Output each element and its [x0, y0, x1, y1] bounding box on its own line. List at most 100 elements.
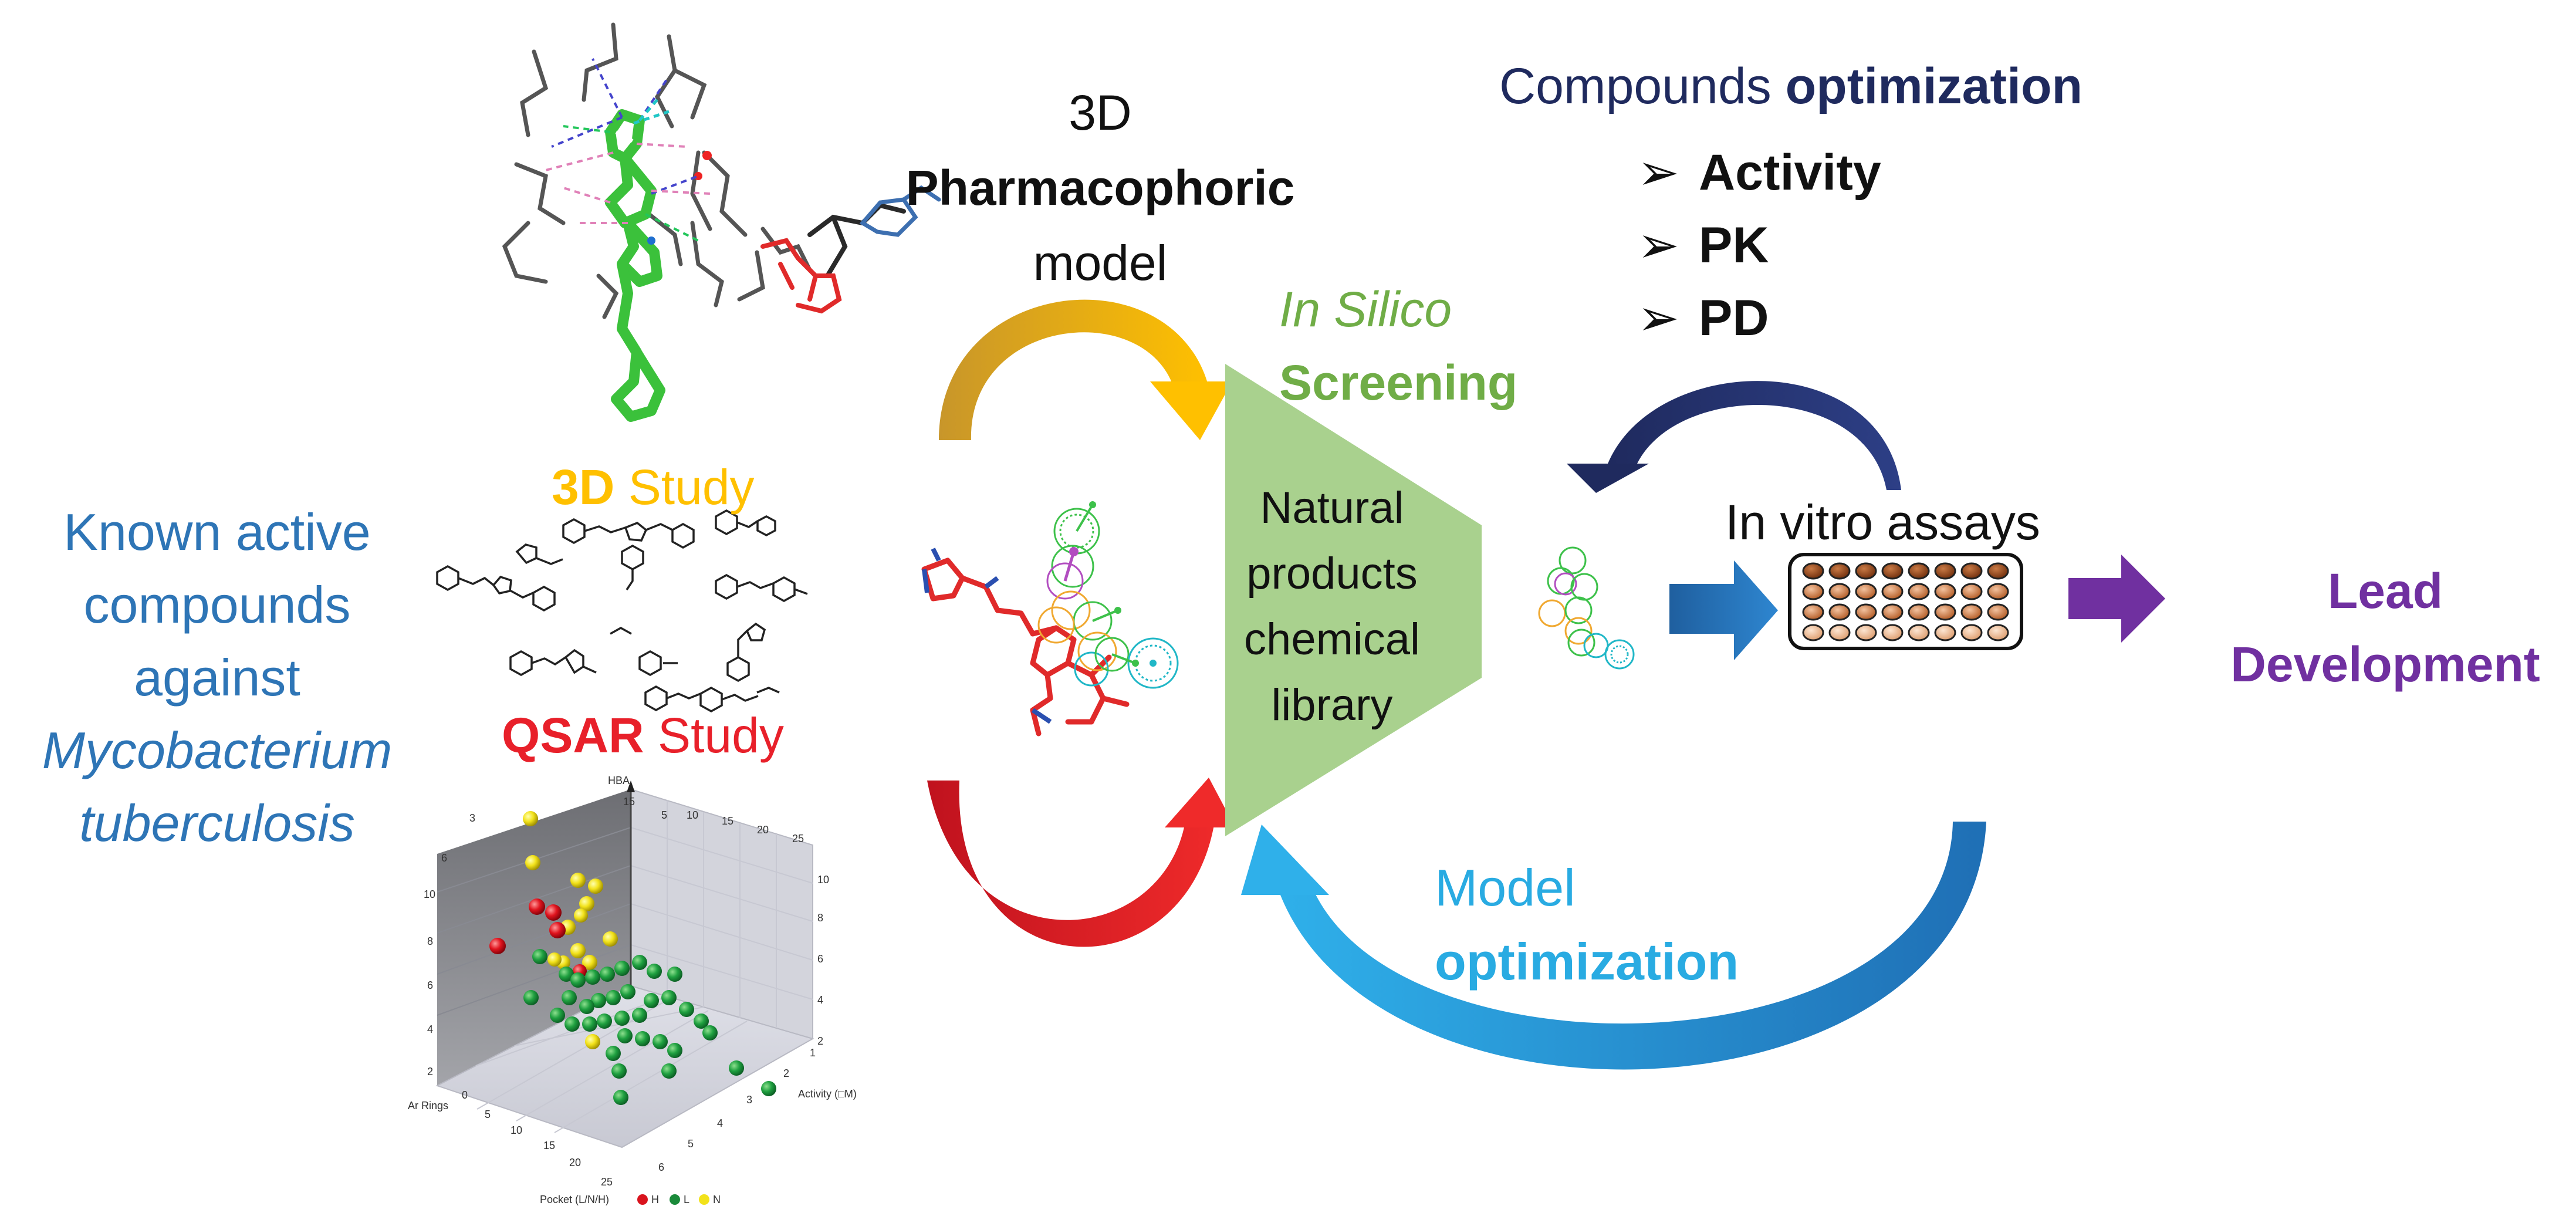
well — [1960, 583, 1983, 600]
well — [1908, 583, 1930, 600]
well — [1802, 603, 1824, 621]
plot-bottom-left-tick: 0 — [462, 1089, 468, 1101]
qsar-arrow — [927, 778, 1235, 947]
well — [1855, 624, 1877, 641]
well — [1855, 603, 1877, 621]
plot-bottom-left-tick: 5 — [485, 1109, 491, 1120]
plot-left-tick: 10 — [424, 888, 435, 900]
plot-legend-label: H — [651, 1194, 659, 1205]
bullet-arrow-icon: ➢ — [1637, 217, 1680, 273]
screening-line: Screening — [1279, 355, 1518, 410]
plot-left-tick: 4 — [427, 1023, 433, 1035]
plot-bottom-left-tick: 20 — [569, 1157, 581, 1168]
criteria-item: ➢Activity — [1637, 136, 1881, 209]
plot-legend-label: N — [713, 1194, 721, 1205]
known-active-compounds-label: Known active compounds against Mycobacte… — [12, 496, 422, 860]
plot-legend: H L N — [637, 1194, 721, 1205]
plot-bottom-right-tick: 1 — [810, 1047, 816, 1059]
well — [1802, 562, 1824, 580]
plot-top-tick: 15 — [722, 815, 733, 827]
plot-legend-label: L — [684, 1194, 689, 1205]
well — [1802, 624, 1824, 641]
plot-right-tick: 10 — [817, 874, 829, 886]
natural-products-library-label: Natural products chemical library — [1212, 475, 1452, 738]
pharmacophore-features — [1037, 508, 1179, 689]
library-line: chemical — [1244, 614, 1420, 664]
plot-top-tick: 25 — [792, 833, 804, 844]
qsar-study-bold: QSAR — [502, 708, 644, 763]
well — [1934, 562, 1956, 580]
known-active-line: Mycobacterium — [42, 721, 393, 779]
well — [1828, 562, 1851, 580]
criteria-label: PK — [1699, 217, 1769, 273]
plot-bottom-right-tick: 3 — [746, 1094, 752, 1106]
qsar-3d-plot-illustration: HBA Ar Rings Activity (□M) Pocket (L/N/H… — [408, 775, 857, 1205]
well — [1881, 624, 1904, 641]
well — [1881, 562, 1904, 580]
plot-bottom-left-tick: 15 — [543, 1140, 555, 1151]
plot-right-tick: 4 — [817, 994, 823, 1006]
plot-bottom-left-tick: 25 — [601, 1176, 613, 1188]
known-active-line: against — [134, 648, 300, 707]
plot-right-tick: 6 — [817, 953, 823, 965]
plot-bottom-right-tick: 2 — [783, 1067, 789, 1079]
plot-bottom-right-tick: 5 — [688, 1138, 694, 1150]
well — [1908, 624, 1930, 641]
well — [1934, 583, 1956, 600]
pharmacophore-line: 3D — [1069, 85, 1132, 140]
bullet-arrow-icon: ➢ — [1637, 144, 1680, 201]
plot-y-axis-label: Activity (□M) — [798, 1088, 857, 1100]
well — [1960, 624, 1983, 641]
model-line: Model — [1435, 859, 1576, 917]
plot-top-tick: 20 — [757, 824, 769, 836]
well — [1828, 603, 1851, 621]
well — [1987, 583, 2009, 600]
well — [1881, 583, 1904, 600]
plot-top-tick: 10 — [687, 809, 698, 821]
optimization-feedback-arrow — [1567, 381, 1901, 493]
in-silico-screening-label: In Silico Screening — [1279, 273, 1517, 420]
plot-left-top-tick: 6 — [441, 852, 447, 864]
plot-left-top-tick: 3 — [469, 812, 475, 824]
criteria-label: PD — [1699, 290, 1769, 346]
known-active-line: compounds — [83, 576, 351, 634]
well — [1987, 562, 2009, 580]
compounds-optimization-title: Compounds optimization — [1499, 58, 2083, 116]
plot-bottom-right-tick: 4 — [717, 1117, 723, 1129]
known-active-line: Known active — [63, 503, 371, 561]
known-active-line: tuberculosis — [79, 794, 355, 852]
well — [1960, 562, 1983, 580]
lead-line: Lead — [2327, 563, 2443, 619]
pharmacophore-arrow — [939, 299, 1232, 440]
plot-left-tick: 8 — [427, 935, 433, 947]
3d-study-label: 3D Study — [552, 459, 755, 516]
well — [1828, 624, 1851, 641]
plot-back-wall-left — [437, 789, 631, 1086]
plot-left-tick: 2 — [427, 1066, 433, 1077]
compounds-optimization-plain: Compounds — [1499, 58, 1772, 114]
well — [1960, 603, 1983, 621]
pharmacophoric-model-label: 3D Pharmacophoric model — [886, 75, 1314, 300]
pharmacophore-model-illustration — [921, 501, 1179, 736]
library-line: Natural — [1260, 483, 1404, 533]
3d-study-rest: Study — [628, 460, 755, 515]
well — [1802, 583, 1824, 600]
to-assays-arrow — [1669, 560, 1778, 660]
to-lead-arrow — [2068, 555, 2165, 643]
screening-hits-illustration — [1538, 546, 1635, 670]
compounds-optimization-bold: optimization — [1785, 58, 2083, 114]
library-line: library — [1271, 680, 1393, 730]
well — [1934, 624, 1956, 641]
plot-bottom-left-tick: 10 — [511, 1124, 522, 1136]
qsar-study-rest: Study — [658, 708, 784, 763]
criteria-item: ➢PD — [1637, 282, 1881, 354]
plot-corner-tick: 15 — [623, 796, 635, 808]
plot-right-tick: 2 — [817, 1035, 823, 1047]
optimization-line: optimization — [1435, 933, 1739, 991]
optimization-criteria-list: ➢Activity ➢PK ➢PD — [1637, 136, 1881, 354]
model-optimization-label: Model optimization — [1435, 851, 1739, 999]
pharmacophore-line: model — [1033, 235, 1168, 290]
natural-products-library-wedge — [1225, 364, 1482, 836]
